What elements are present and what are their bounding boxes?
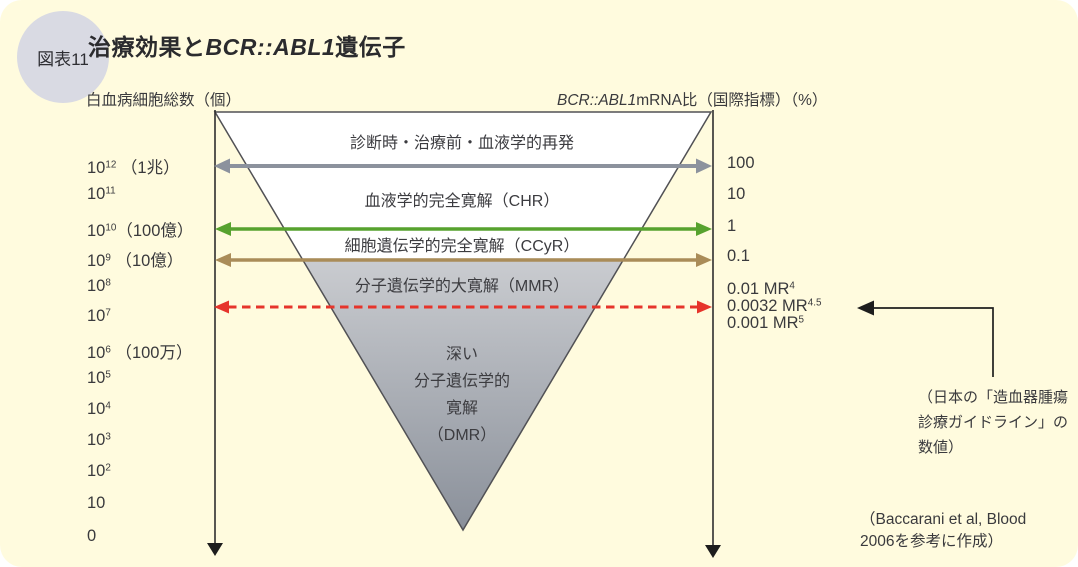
mmr-arrow [215,253,712,267]
right-scale-label-10: 10 [727,185,746,203]
left-axis [207,110,223,556]
left-axis-arrowhead-icon [207,543,223,556]
band-label-diagnosis-relapse: 診断時・治療前・血液学的再発 [349,135,574,152]
figure-title-prefix: 治療効果と [88,34,206,60]
left-scale-label-1e10: 1010（100億） [87,222,194,240]
figure-title-suffix: 遺伝子 [335,34,406,60]
band-label-chr: 血液学的完全寛解（CHR） [364,193,560,210]
band-label-mmr: 分子遺伝学的大寛解（MMR） [354,278,570,295]
mr45-dashed-arrow [214,300,712,314]
left-axis-header: 白血病細胞総数（個） [86,92,242,109]
right-axis-header-gene: BCR::ABL1 [557,92,637,109]
figure-number-badge: 図表11 [17,11,109,103]
hematologic-relapse-arrow [214,158,712,174]
right-axis-header-rest: mRNA比（国際指標）（%） [636,92,828,109]
left-scale-label-10: 10 [87,494,106,512]
left-scale-label-1e11: 1011 [87,185,116,203]
band-label-ccyr: 細胞遺伝学的完全寛解（CCyR） [344,238,580,255]
japan-guideline-annotation: （日本の「造血器腫瘍 診療ガイドライン」の 数値） [918,389,1069,456]
right-scale-label-mr5: 0.001 MR5 [727,314,805,332]
left-scale-label-1e5: 105 [87,369,111,387]
left-scale-label-1e6: 106 （100万） [87,344,193,362]
right-axis-header: BCR::ABL1mRNA比（国際指標）（%） [557,88,827,110]
figure-title: 治療効果とBCR::ABL1遺伝子 [88,28,406,62]
left-scale-label-1e4: 104 [87,400,111,418]
left-scale-label-1e9: 109 （10億） [87,252,184,270]
ccyr-arrow [215,222,712,236]
left-scale-label-1e2: 102 [87,462,111,480]
right-scale-label-mr45: 0.0032 MR4.5 [727,297,822,315]
source-citation: （Baccarani et al, Blood 2006を参考に作成） [860,511,1027,550]
right-axis [705,110,721,558]
funnel-triangle [213,111,713,532]
guideline-annotation-pointer [857,300,994,377]
left-scale-label-1e7: 107 [87,307,111,325]
left-scale-label-1e12: 1012 （1兆） [87,159,180,177]
left-scale-label-1e8: 108 [87,277,111,295]
left-scale-label-1e3: 103 [87,431,111,449]
right-scale-label-1: 1 [727,217,737,235]
band-label-dmr: 深い 分子遺伝学的 寛解 （DMR） [413,346,510,444]
right-axis-arrowhead-icon [705,545,721,558]
right-scale-label-0-1: 0.1 [727,247,750,265]
right-scale-label-100: 100 [727,154,755,172]
right-scale-label-mr4: 0.01 MR4 [727,280,795,298]
left-scale-label-0: 0 [87,527,97,545]
annotation-arrowhead-icon [857,300,874,316]
figure-title-gene: BCR::ABL1 [205,34,336,60]
